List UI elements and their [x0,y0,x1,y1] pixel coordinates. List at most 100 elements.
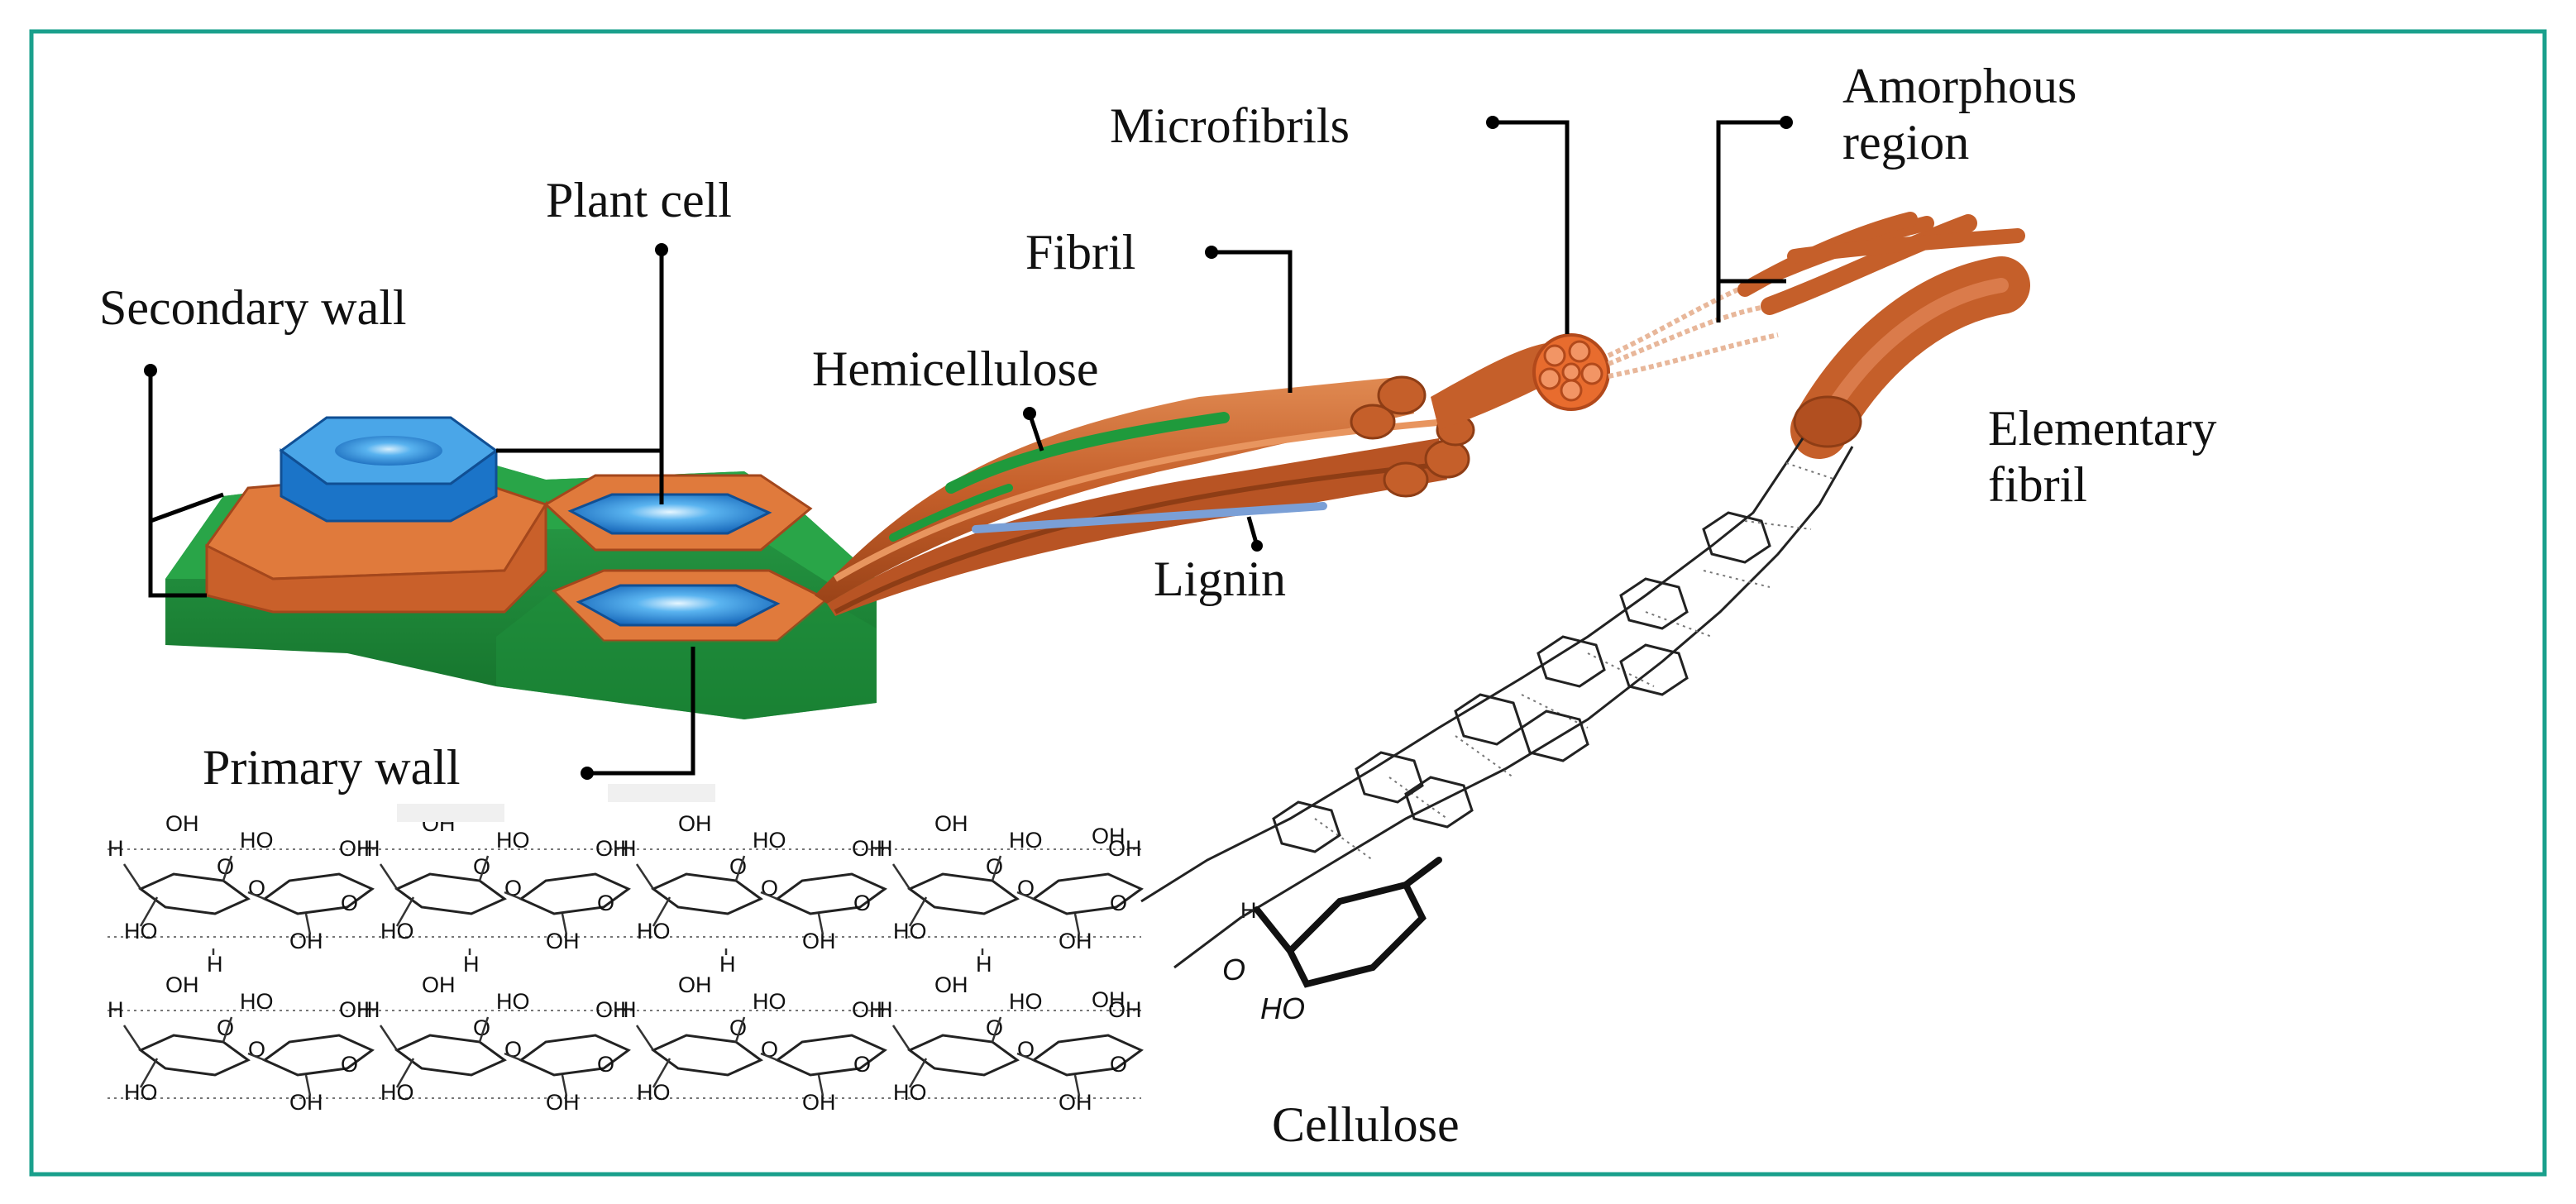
ring-oxygen-label: O [597,891,614,915]
chem-bond [635,1025,655,1051]
label-elementary-fibril-line1: Elementary [1988,401,2217,456]
chem-bond [122,1025,142,1051]
hydroxyl-label: OH [546,929,580,953]
hydroxyl-label: HO [753,828,786,853]
label-primary-wall: Primary wall [203,740,461,795]
chem-bond [908,896,928,927]
hydroxyl-label: OH [1108,836,1142,861]
chem-bond [561,913,568,935]
hydroxyl-label: HO [124,1080,158,1105]
cellulose-molecular-structure: OOOHHOOHHOOHOHOOOHHOOHHOOHOHOOOHHOOHHOOH… [108,811,1305,1115]
chem-bond [395,896,415,927]
chem-bond [652,1058,671,1088]
chem-bond [561,1074,568,1096]
hydroxyl-label: HO [496,828,530,853]
glucose-ring [519,1034,631,1077]
hydroxyl-label: HO [124,919,158,944]
hydroxyl-label: OH [1059,929,1092,953]
chem-bond [991,1016,1002,1043]
label-cellulose: Cellulose [1272,1097,1460,1152]
hydroxyl-label: HO [240,828,274,853]
hydroxyl-label: OH [1108,997,1142,1022]
glucose-ring [775,1034,887,1077]
hydroxyl-label: OH [934,811,968,836]
glycosidic-bond [247,891,265,901]
hydrogen-label: H [620,836,637,861]
hydroxyl-label: OH [934,972,968,997]
hydroxyl-label: OH [852,997,886,1022]
ring-oxygen-label: O [1110,1052,1127,1077]
glucose-ring [1031,1034,1144,1077]
glucose-ring [651,1034,763,1077]
hydroxyl-label: HO [753,989,786,1014]
chem-bond [817,913,824,935]
chem-bond [734,1016,746,1043]
chem-bond [395,1058,415,1088]
ring-oxygen-label: O [853,891,871,915]
chem-bond [891,1025,911,1051]
hydroxyl-label: HO [637,1080,671,1105]
hydroxyl-label: OH [678,811,712,836]
ring-oxygen-label: O [1222,953,1245,987]
glucose-ring [138,1034,251,1077]
hydroxyl-label: OH [1092,824,1126,848]
hydroxyl-label: HO [637,919,671,944]
ring-oxygen-label: O [597,1052,614,1077]
chem-bond [139,1058,159,1088]
plant-cell-lumen [567,493,772,535]
glucose-ring [907,1034,1020,1077]
cellulose-helical-chains [1140,437,1854,988]
lignin-strip [972,502,1327,533]
chem-bond [652,896,671,927]
hydrogen-label: H [207,952,223,977]
hydrogen-label: H [364,836,380,861]
glucose-ring [138,872,251,915]
chem-bond [891,863,911,890]
chem-bond [478,1016,490,1043]
hydroxyl-label: OH [165,811,199,836]
chem-bond [304,1074,312,1096]
hydroxyl-label: OH [546,1090,580,1115]
chem-bond [222,1016,233,1043]
hydroxyl-label: HO [1009,828,1043,853]
glycosidic-bond [1016,1052,1035,1062]
hydrogen-label: H [877,997,893,1022]
label-amorphous-region-line1: Amorphous [1842,59,2077,113]
hydroxyl-label: HO [496,989,530,1014]
hydrogen-label: H [364,997,380,1022]
hydrogen-label: H [108,836,124,861]
glucose-ring [775,872,887,915]
hydroxyl-label: OH [289,1090,323,1115]
hydrogen-label: H [108,997,124,1022]
chem-bond [122,863,142,890]
microfibril-bundle [1431,333,1610,430]
diagram-frame [29,29,2547,1177]
labels: Plant cell Secondary wall Primary wall H… [99,59,2217,1152]
chem-bond [991,855,1002,882]
chem-bond [478,855,490,882]
hydroxyl-label: OH [339,836,373,861]
hemicellulose-strand [945,412,1230,494]
glucose-ring [1031,872,1144,915]
hydroxyl-label: OH [802,929,836,953]
label-hemicellulose: Hemicellulose [812,342,1099,396]
hydroxyl-label: HO [380,1080,414,1105]
hydroxyl-label: HO [1260,991,1305,1025]
ring-oxygen-label: O [1110,891,1127,915]
plant-cell-illustration [165,416,877,719]
glycosidic-bond [760,1052,778,1062]
fibril-bundle [815,375,1475,616]
ring-oxygen-label: O [341,891,358,915]
glucose-ring [394,1034,507,1077]
hydroxyl-label: OH [802,1090,836,1115]
label-plant-cell: Plant cell [546,173,732,227]
ring-oxygen-label: O [853,1052,871,1077]
label-microfibrils: Microfibrils [1110,98,1350,153]
glucose-ring [651,872,763,915]
glucose-ring [519,872,631,915]
glycosidic-bond [504,1052,522,1062]
glucose-ring [262,872,375,915]
label-elementary-fibril-line2: fibril [1988,457,2087,512]
hydrogen-label: H [976,952,992,977]
